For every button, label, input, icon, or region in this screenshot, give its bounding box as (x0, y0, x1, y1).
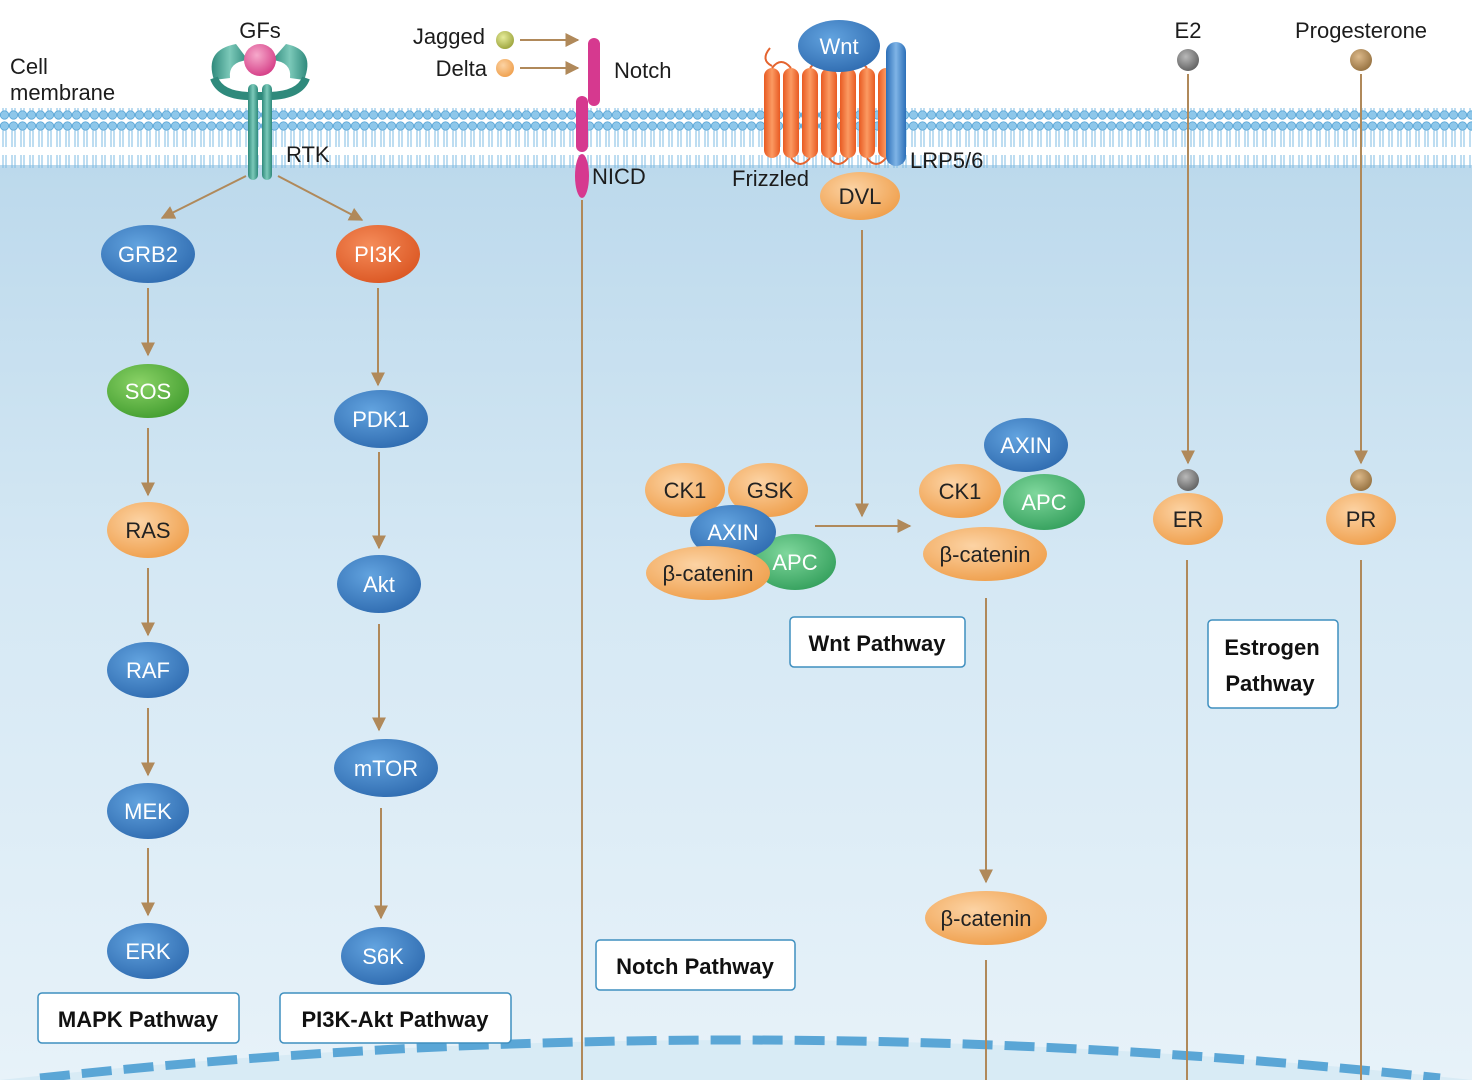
axin-label-left: AXIN (707, 520, 758, 545)
akt-label: Akt (363, 572, 395, 597)
pathway-arrows (141, 33, 1368, 1080)
wnt-ligand (798, 20, 880, 72)
pi3k-node (336, 225, 420, 283)
jagged-label: Jagged (413, 24, 485, 49)
ras-node (107, 502, 189, 558)
dissociated-complex: AXIN CK1 APC β-catenin (919, 418, 1085, 581)
estrogen-title-1: Estrogen (1224, 635, 1319, 660)
beta-catenin-node-nuclear (925, 891, 1047, 945)
erk-label: ERK (125, 939, 171, 964)
progesterone-ligand (1350, 49, 1372, 71)
estrogen-title-box (1207, 619, 1339, 709)
apc-node-left (754, 534, 836, 590)
apc-label-left: APC (772, 550, 817, 575)
grb2-label: GRB2 (118, 242, 178, 267)
sos-label: SOS (125, 379, 171, 404)
rtk-receptor (210, 44, 310, 180)
gfs-ligand (244, 44, 276, 76)
beta-catenin-node-right (923, 527, 1047, 581)
pdk1-label: PDK1 (352, 407, 409, 432)
delta-ligand (496, 59, 514, 77)
cell-membrane-label-2: membrane (10, 80, 115, 105)
akt-node (337, 555, 421, 613)
mek-node (107, 783, 189, 839)
ck1-node-left (645, 463, 725, 517)
beta-catenin-label-left: β-catenin (663, 561, 754, 586)
lrp-label: LRP5/6 (910, 148, 983, 173)
pi3k-pathway: PI3K PDK1 Akt mTOR S6K (334, 225, 438, 985)
mtor-node (334, 739, 438, 797)
ck1-label-right: CK1 (939, 479, 982, 504)
pr-node (1326, 493, 1396, 545)
wnt-title-box (789, 616, 966, 668)
sos-node (107, 364, 189, 418)
wnt-title: Wnt Pathway (809, 631, 947, 656)
pi3k-title: PI3K-Akt Pathway (301, 1007, 489, 1032)
jagged-ligand (496, 31, 514, 49)
progesterone-bound (1350, 469, 1372, 491)
e2-ligand (1177, 49, 1199, 71)
wnt-label: Wnt (819, 34, 858, 59)
delta-label: Delta (436, 56, 488, 81)
er-label: ER (1173, 507, 1204, 532)
mapk-title: MAPK Pathway (58, 1007, 219, 1032)
beta-catenin-label-right: β-catenin (940, 542, 1031, 567)
dvl-node (820, 172, 900, 220)
nuclear-envelope (39, 1035, 1441, 1080)
beta-catenin-label-nuclear: β-catenin (941, 906, 1032, 931)
e2-bound (1177, 469, 1199, 491)
mapk-title-box (37, 992, 240, 1044)
pi3k-title-box (279, 992, 512, 1044)
ras-label: RAS (125, 518, 170, 543)
mapk-pathway: GRB2 SOS RAS RAF MEK ERK (101, 225, 195, 979)
mek-label: MEK (124, 799, 172, 824)
gsk-node (728, 463, 808, 517)
apc-label-right: APC (1021, 490, 1066, 515)
ck1-label-left: CK1 (664, 478, 707, 503)
cell-membrane-label-1: Cell (10, 54, 48, 79)
cell-membrane (0, 108, 1472, 168)
ck1-node-right (919, 464, 1001, 518)
raf-label: RAF (126, 658, 170, 683)
dvl-label: DVL (839, 184, 882, 209)
raf-node (107, 642, 189, 698)
destruction-complex: GSK CK1 APC AXIN β-catenin (645, 463, 836, 600)
gsk-label: GSK (747, 478, 794, 503)
gfs-label: GFs (239, 18, 281, 43)
apc-node-right (1003, 474, 1085, 530)
notch-receptor (575, 38, 600, 198)
notch-title: Notch Pathway (616, 954, 774, 979)
axin-label-right: AXIN (1000, 433, 1051, 458)
rtk-label: RTK (286, 142, 330, 167)
s6k-node (341, 927, 425, 985)
pi3k-label: PI3K (354, 242, 402, 267)
notch-title-box (595, 939, 796, 991)
axin-node-right (984, 418, 1068, 472)
pdk1-node (334, 390, 428, 448)
grb2-node (101, 225, 195, 283)
lrp-receptor (886, 42, 906, 166)
s6k-label: S6K (362, 944, 404, 969)
notch-label: Notch (614, 58, 671, 83)
er-node (1153, 493, 1223, 545)
nicd-label: NICD (592, 164, 646, 189)
erk-node (107, 923, 189, 979)
beta-catenin-node-left (646, 546, 770, 600)
e2-label: E2 (1175, 18, 1202, 43)
axin-node-left (690, 505, 776, 559)
pr-label: PR (1346, 507, 1377, 532)
frizzled-label: Frizzled (732, 166, 809, 191)
estrogen-title-2: Pathway (1225, 671, 1315, 696)
mtor-label: mTOR (354, 756, 418, 781)
progesterone-label: Progesterone (1295, 18, 1427, 43)
